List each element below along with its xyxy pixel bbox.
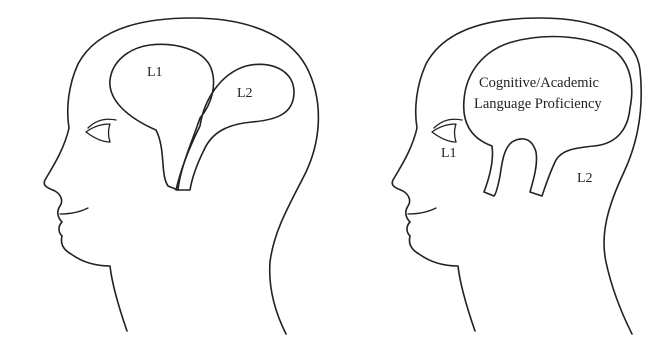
left-eye-lid: [88, 119, 116, 128]
left-l2-balloon: [176, 64, 294, 190]
right-mouth: [408, 208, 436, 214]
right-eye-lid: [434, 119, 462, 128]
left-mouth: [60, 208, 88, 214]
right-head-outline: [392, 18, 641, 334]
left-l1-label: L1: [147, 65, 163, 80]
right-head-figure: Cognitive/Academic Language Proficiency …: [392, 18, 641, 334]
right-l2-label: L2: [577, 171, 593, 186]
left-head-outline: [44, 18, 318, 334]
cup-label-line1: Cognitive/Academic: [479, 75, 599, 91]
right-cup-shape: [464, 37, 632, 196]
cup-label-line2: Language Proficiency: [474, 96, 602, 112]
left-l2-label: L2: [237, 86, 253, 101]
right-l1-label: L1: [441, 146, 457, 161]
left-head-figure: L1 L2: [44, 18, 318, 334]
